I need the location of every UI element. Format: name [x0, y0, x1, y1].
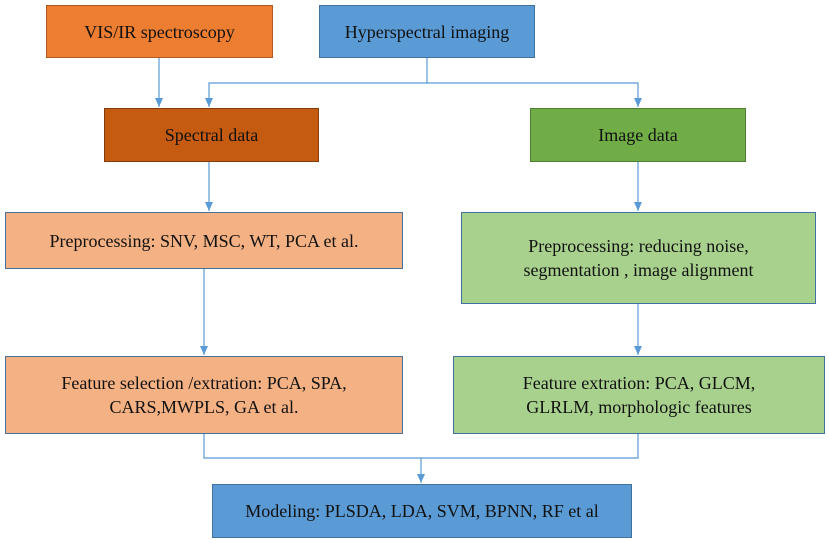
spectral-data-label: Spectral data: [164, 125, 259, 145]
connector-hyperspectral-branch: [205, 58, 428, 107]
image-feature-extraction-box: Feature extration: PCA, GLCM, GLRLM, mor…: [453, 356, 825, 434]
spectral-preprocessing-box: Preprocessing: SNV, MSC, WT, PCA et al.: [5, 212, 403, 269]
spectral-feature-selection-box: Feature selection /extration: PCA, SPA, …: [5, 356, 403, 434]
vis-ir-spectroscopy-label: VIS/IR spectroscopy: [84, 21, 235, 42]
modeling-box: Modeling: PLSDA, LDA, SVM, BPNN, RF et a…: [212, 484, 632, 538]
image-data-box: Image data: [530, 108, 746, 162]
connector-hyperspectral-to-image: [427, 82, 642, 107]
image-preprocessing-box: Preprocessing: reducing noise, segmentat…: [461, 212, 816, 304]
hyperspectral-imaging-label: Hyperspectral imaging: [344, 21, 510, 42]
spectral-feature-selection-label: Feature selection /extration: PCA, SPA, …: [61, 373, 347, 417]
modeling-label: Modeling: PLSDA, LDA, SVM, BPNN, RF et a…: [245, 501, 599, 521]
hyperspectral-imaging-box: Hyperspectral imaging: [319, 5, 535, 58]
spectral-preprocessing-label: Preprocessing: SNV, MSC, WT, PCA et al.: [49, 230, 359, 251]
image-preprocessing-label: Preprocessing: reducing noise, segmentat…: [523, 236, 754, 280]
connector-feature-spectral-merge: [203, 434, 639, 459]
vis-ir-spectroscopy-box: VIS/IR spectroscopy: [46, 5, 273, 58]
spectral-data-box: Spectral data: [104, 108, 319, 162]
image-feature-extraction-label: Feature extration: PCA, GLCM, GLRLM, mor…: [522, 373, 756, 417]
image-data-label: Image data: [598, 125, 678, 145]
